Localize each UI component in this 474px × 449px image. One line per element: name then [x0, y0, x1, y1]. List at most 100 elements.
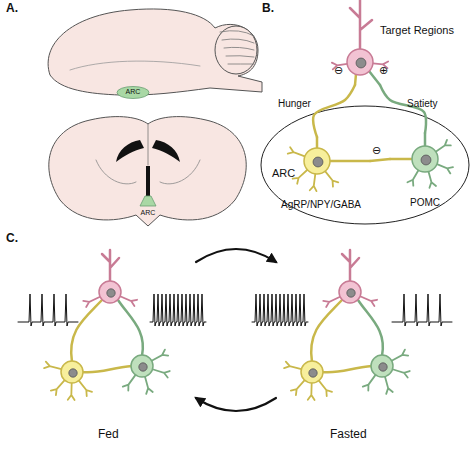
apical-dendrite: [342, 250, 359, 281]
state-label: Fasted: [330, 428, 367, 441]
pomc-axon: [118, 300, 143, 356]
cerebellum-folia: [224, 47, 254, 50]
axon-terminal: [369, 71, 380, 85]
neuron-nucleus: [421, 155, 431, 165]
hunger-axon: [313, 85, 355, 137]
neuron-soma: [131, 355, 153, 377]
axon: [330, 160, 370, 163]
cycle-arrow: [196, 398, 276, 411]
neuron-soma: [412, 146, 438, 172]
agrp-collateral: [322, 366, 372, 372]
state-label: Fed: [98, 428, 119, 441]
dendrite: [145, 377, 153, 394]
dendrite: [51, 380, 65, 395]
lateral-ventricle: [116, 140, 144, 162]
inhibitory-sign: ⊖: [334, 64, 343, 76]
cerebellum-folia: [228, 64, 254, 65]
axon-terminal: [355, 74, 356, 85]
dendrite: [393, 369, 410, 377]
pomc-axon: [358, 300, 383, 356]
dendrite: [385, 377, 393, 394]
neuron-nucleus: [69, 369, 77, 377]
arc-spot: [140, 196, 156, 206]
excitatory-sign: ⊕: [379, 64, 388, 76]
cerebellum: [215, 26, 257, 74]
third-ventricle: [146, 166, 150, 196]
dendrite: [291, 380, 305, 395]
circuit: [44, 250, 170, 400]
agrp-collateral: [82, 366, 132, 372]
axon: [316, 137, 319, 148]
dendrite: [153, 369, 170, 377]
dendrite: [79, 381, 92, 396]
arc-outline: [261, 106, 469, 224]
neuron-nucleus: [313, 157, 323, 167]
cycle-arrow: [196, 249, 276, 262]
panel-letter: B.: [262, 2, 274, 15]
dendrite: [68, 383, 75, 400]
agrp-axon: [71, 300, 102, 362]
dendrite: [436, 140, 451, 152]
pomc-neuron: POMC: [390, 133, 460, 215]
sagittal-brain: [48, 9, 262, 95]
neuron-nucleus: [309, 369, 317, 377]
axon: [424, 133, 427, 146]
node-label: ARC: [132, 209, 164, 217]
arc-region: ARC: [116, 86, 150, 99]
dendrite: [288, 147, 305, 156]
dendrite: [308, 383, 315, 400]
apical-dendrite: [350, 0, 372, 49]
dendrite: [363, 375, 376, 391]
arc-spot: [117, 87, 149, 99]
corpus-callosum: [70, 61, 200, 70]
dendrite: [284, 362, 301, 370]
inhibitory-sign: ⊖: [372, 144, 381, 156]
node-shape: [330, 0, 470, 85]
neuron-soma: [304, 148, 330, 174]
dendrite: [325, 171, 338, 186]
dendrite: [319, 381, 332, 396]
cerebellum-folia: [222, 39, 254, 43]
spike-trace: [18, 294, 78, 326]
satiety-axon: [380, 85, 426, 133]
node-label: Target Regions: [380, 24, 454, 36]
dendrite: [392, 350, 409, 361]
node-label: POMC: [390, 197, 460, 208]
inhibitory-collateral: [370, 159, 390, 161]
neuron-nucleus: [347, 289, 355, 297]
midline: [148, 124, 149, 165]
coronal-section: [49, 117, 246, 226]
neuron-soma: [371, 355, 393, 377]
panel-letter: C.: [6, 232, 18, 245]
dendrite: [323, 297, 340, 307]
spike-trace: [252, 294, 308, 326]
dendrite: [83, 297, 100, 307]
node-label: ARC: [272, 167, 295, 179]
dendrite: [123, 375, 136, 391]
dendrite: [360, 296, 377, 306]
dendrite: [120, 296, 137, 306]
arc-region: ARC: [132, 194, 164, 226]
neuron-nucleus: [379, 363, 387, 371]
spike-trace: [150, 294, 206, 326]
neuron-soma: [99, 281, 121, 303]
spike-trace: [392, 294, 452, 326]
neuron-soma: [61, 361, 83, 383]
dendrite: [437, 164, 453, 173]
apical-dendrite: [102, 250, 119, 281]
edge-label: Hunger: [278, 98, 311, 109]
neuron-nucleus: [356, 58, 366, 68]
node-label: AgRP/NPY/GABA: [272, 199, 370, 210]
edge-label: Satiety: [407, 98, 438, 109]
dendrite: [407, 170, 418, 185]
panel-letter: A.: [6, 2, 18, 15]
node-label: ARC: [116, 88, 150, 96]
neuron-nucleus: [139, 363, 147, 371]
axon-terminal: [390, 158, 412, 161]
hippocampus: [96, 160, 136, 184]
arc-nucleus: AgRP/NPY/GABA POMC ARC: [260, 105, 470, 225]
circuit: [284, 250, 410, 400]
neuron-soma: [301, 361, 323, 383]
